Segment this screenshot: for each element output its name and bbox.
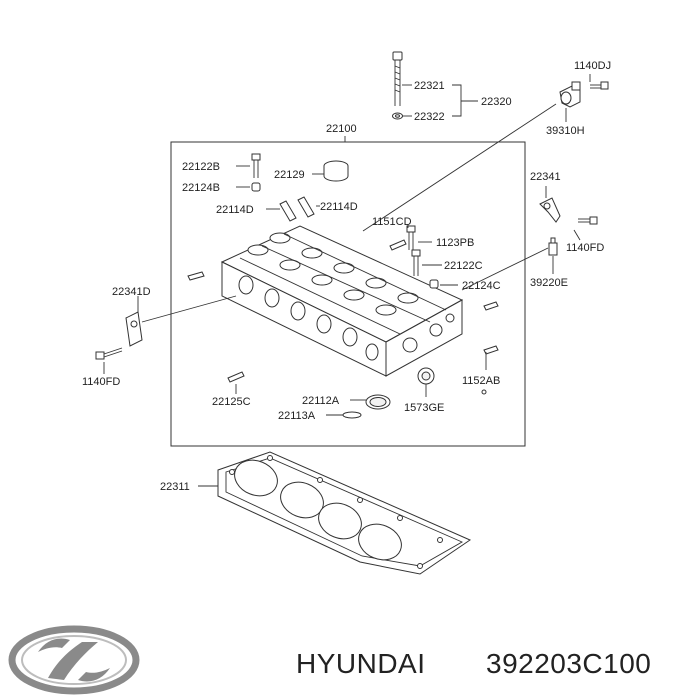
label-22124B: 22124B [182, 182, 220, 194]
label-1140FD-right: 1140FD [566, 242, 604, 254]
cylinder-head-22100 [220, 225, 464, 377]
bolt-1140FD-left [95, 347, 123, 360]
label-1152AB: 1152AB [462, 375, 500, 387]
stud-1151CD [389, 239, 407, 251]
washer-22322 [392, 112, 403, 120]
label-22100: 22100 [326, 123, 357, 135]
label-1151CD: 1151CD [372, 216, 412, 228]
label-1573GE: 1573GE [404, 402, 444, 414]
label-22114D-left: 22114D [216, 204, 254, 216]
washer-22124C [429, 279, 439, 289]
bolt-22122B [251, 153, 261, 178]
bolt-1140DJ [590, 81, 609, 90]
part-number: 392203C100 [486, 648, 651, 679]
label-22114D-right: 22114D [320, 201, 358, 213]
bracket-22341D [125, 311, 143, 347]
head-gasket-22311 [217, 451, 472, 575]
label-22112A: 22112A [302, 395, 340, 407]
label-39220E: 39220E [530, 277, 568, 289]
dowel-22114D-left [279, 200, 297, 222]
sensor-39310H [559, 81, 581, 108]
label-22321: 22321 [414, 80, 445, 92]
bolt-1123PB [406, 225, 416, 250]
label-22122C: 22122C [444, 260, 483, 272]
label-1123PB: 1123PB [436, 237, 474, 249]
seal-22112A [365, 394, 391, 410]
sensor-39220E [548, 237, 558, 256]
oring-22113A [342, 411, 362, 419]
label-22125C: 22125C [212, 396, 251, 408]
dowel-22114D-right [297, 196, 315, 218]
cylinder-head-frame [170, 141, 526, 447]
hyundai-logo-icon [8, 625, 140, 695]
label-39310H: 39310H [546, 125, 585, 137]
stud-22125C [227, 371, 245, 383]
label-1140FD-left: 1140FD [82, 376, 120, 388]
head-bolt-22321 [392, 51, 403, 106]
bolt-22122C [411, 249, 421, 276]
cap-22129 [323, 160, 349, 182]
label-22311: 22311 [160, 481, 190, 493]
label-22113A: 22113A [278, 410, 316, 422]
washer-22124B [251, 182, 261, 192]
label-22129: 22129 [274, 169, 305, 181]
label-22341D: 22341D [112, 286, 151, 298]
bolt-1140FD-right [578, 216, 598, 225]
bracket-22341 [539, 197, 561, 223]
label-1140DJ: 1140DJ [574, 60, 611, 72]
label-22322: 22322 [414, 111, 445, 123]
brand-name: HYUNDAI [296, 648, 426, 679]
label-22341: 22341 [530, 171, 561, 183]
label-22320: 22320 [481, 96, 512, 108]
label-22124C: 22124C [462, 280, 501, 292]
label-22122B: 22122B [182, 161, 220, 173]
seal-1573GE [417, 367, 435, 385]
